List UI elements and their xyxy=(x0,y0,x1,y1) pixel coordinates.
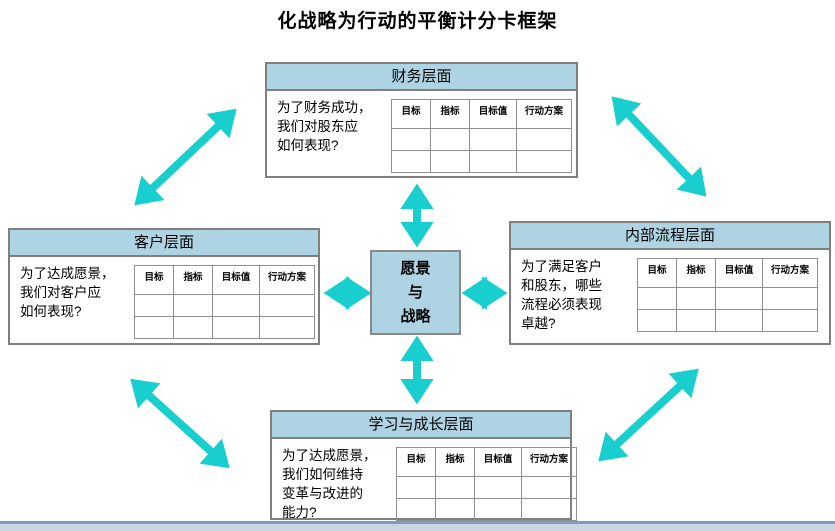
column-header: 行动方案 xyxy=(762,258,818,288)
empty-cell xyxy=(173,294,213,317)
customer-table: 目标 指标 目标值 行动方案 xyxy=(134,265,315,339)
empty-cell xyxy=(430,150,470,173)
empty-cell xyxy=(391,128,431,151)
empty-cell xyxy=(637,309,677,332)
empty-cell xyxy=(134,294,174,317)
financial-table: 目标 指标 目标值 行动方案 xyxy=(391,99,572,173)
empty-cell xyxy=(391,150,431,173)
arrow-learning-internal xyxy=(598,368,699,462)
column-header: 目标 xyxy=(134,265,174,295)
empty-cell xyxy=(637,287,677,310)
empty-cell xyxy=(521,476,577,499)
financial-question: 为了财务成功， 我们对股东应 如何表现? xyxy=(277,100,372,154)
arrow-financial-internal xyxy=(611,96,707,197)
empty-cell xyxy=(435,476,475,499)
arrow-customer-learning xyxy=(130,378,230,469)
empty-cell xyxy=(259,294,315,317)
internal-process-perspective-title: 内部流程层面 xyxy=(511,223,829,250)
column-header: 目标值 xyxy=(212,265,260,295)
empty-cell xyxy=(469,128,517,151)
empty-cell xyxy=(516,128,572,151)
financial-perspective-title: 财务层面 xyxy=(267,64,576,91)
empty-cell xyxy=(259,316,315,339)
empty-cell xyxy=(715,287,763,310)
column-header: 目标值 xyxy=(469,99,517,129)
column-header: 指标 xyxy=(676,258,716,288)
column-header: 目标值 xyxy=(715,258,763,288)
customer-question: 为了达成愿景， 我们对客户应 如何表现? xyxy=(20,266,115,320)
empty-cell xyxy=(676,287,716,310)
empty-cell xyxy=(676,309,716,332)
column-header: 行动方案 xyxy=(516,99,572,129)
learning-growth-table: 目标 指标 目标值 行动方案 xyxy=(396,447,577,521)
internal-process-question: 为了满足客户 和股东，哪些 流程必须表现 卓越? xyxy=(521,259,602,332)
column-header: 目标 xyxy=(396,447,436,477)
empty-cell xyxy=(474,498,522,521)
empty-cell xyxy=(430,128,470,151)
column-header: 目标 xyxy=(391,99,431,129)
vision-strategy-box: 愿景 与 战略 xyxy=(370,250,461,335)
empty-cell xyxy=(469,150,517,173)
empty-cell xyxy=(212,294,260,317)
learning-growth-question: 为了达成愿景， 我们如何维持 变革与改进的 能力? xyxy=(282,448,377,521)
column-header: 指标 xyxy=(173,265,213,295)
customer-perspective-title: 客户层面 xyxy=(10,230,318,257)
column-header: 目标 xyxy=(637,258,677,288)
empty-cell xyxy=(474,476,522,499)
arrow-customer-financial xyxy=(134,108,237,206)
internal-process-perspective-box: 内部流程层面 为了满足客户 和股东，哪些 流程必须表现 卓越? 目标 指标 目标… xyxy=(509,221,831,345)
empty-cell xyxy=(516,150,572,173)
column-header: 行动方案 xyxy=(259,265,315,295)
column-header: 行动方案 xyxy=(521,447,577,477)
empty-cell xyxy=(762,287,818,310)
column-header: 指标 xyxy=(435,447,475,477)
internal-process-table: 目标 指标 目标值 行动方案 xyxy=(637,258,818,332)
learning-growth-perspective-title: 学习与成长层面 xyxy=(272,412,570,439)
empty-cell xyxy=(435,498,475,521)
empty-cell xyxy=(173,316,213,339)
learning-growth-perspective-box: 学习与成长层面 为了达成愿景， 我们如何维持 变革与改进的 能力? 目标 指标 … xyxy=(270,410,577,521)
customer-perspective-box: 客户层面 为了达成愿景， 我们对客户应 如何表现? 目标 指标 目标值 行动方案 xyxy=(8,228,320,345)
empty-cell xyxy=(396,476,436,499)
diagram-title: 化战略为行动的平衡计分卡框架 xyxy=(277,11,558,32)
empty-cell xyxy=(715,309,763,332)
empty-cell xyxy=(212,316,260,339)
empty-cell xyxy=(134,316,174,339)
slide-footer-bar xyxy=(0,521,835,531)
empty-cell xyxy=(521,498,577,521)
financial-perspective-box: 财务层面 为了财务成功， 我们对股东应 如何表现? 目标 指标 目标值 行动方案 xyxy=(265,62,578,178)
column-header: 目标值 xyxy=(474,447,522,477)
empty-cell xyxy=(396,498,436,521)
empty-cell xyxy=(762,309,818,332)
column-header: 指标 xyxy=(430,99,470,129)
